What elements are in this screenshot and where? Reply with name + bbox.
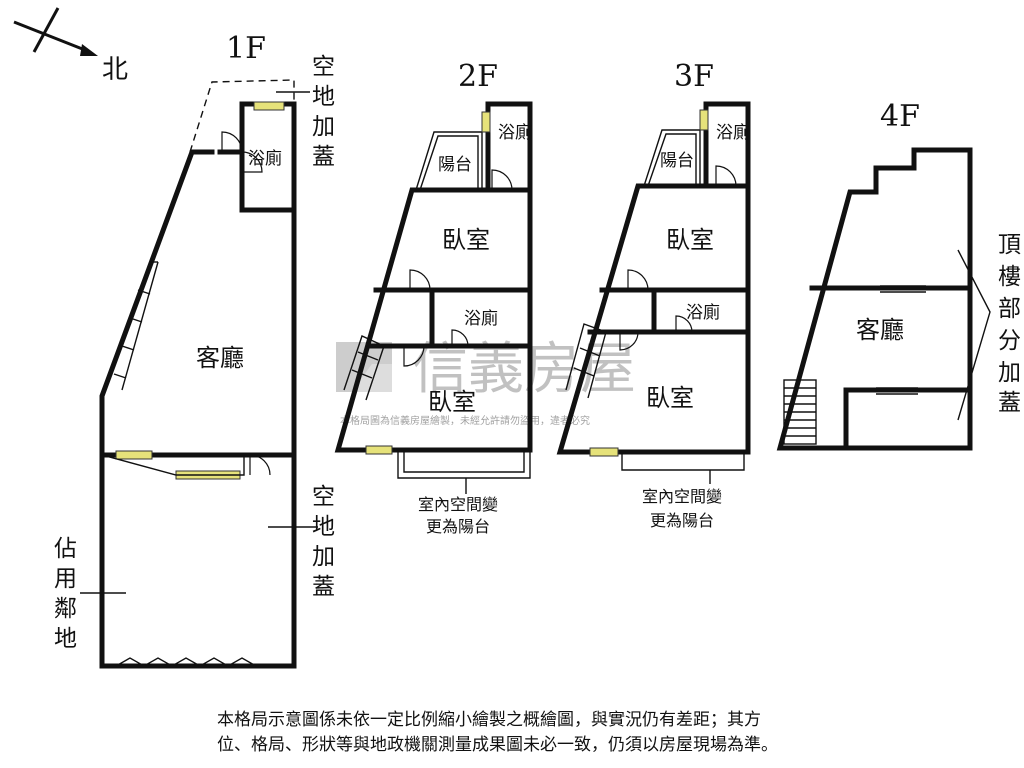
floor-1f-walls <box>99 101 297 669</box>
note-rooftop-addition: 頂 樓 部 分 加 蓋 <box>998 232 1021 416</box>
room-3f-bedroom1: 臥室 <box>666 226 714 254</box>
svg-text:頂: 頂 <box>998 232 1021 258</box>
open-extension-outline <box>189 79 295 153</box>
svg-text:地: 地 <box>312 84 335 110</box>
floor-4f-label: 4F <box>880 99 920 134</box>
note-2f-line1: 室內空間變 <box>418 495 498 514</box>
svg-text:地: 地 <box>312 514 335 540</box>
svg-text:蓋: 蓋 <box>998 390 1021 416</box>
room-2f-bedroom2: 臥室 <box>428 388 476 416</box>
disclaimer-line-2: 位、格局、形狀等與地政機關測量成果圖未必一致，仍須以房屋現場為準。 <box>217 735 778 755</box>
floor-4f-walls <box>776 147 973 451</box>
room-4f-living: 客廳 <box>856 316 904 344</box>
floor-3f: 3F 陽台 浴廁 臥室 浴廁 臥室 室內空間變 更為陽台 <box>556 59 751 530</box>
room-1f-living: 客廳 <box>196 344 244 372</box>
room-3f-toilet-mid: 浴廁 <box>686 302 720 323</box>
svg-text:地: 地 <box>54 626 77 652</box>
floor-3f-label: 3F <box>674 59 714 94</box>
note-3f-line2: 更為陽台 <box>650 511 714 530</box>
svg-text:蓋: 蓋 <box>312 144 335 170</box>
svg-text:佔: 佔 <box>54 536 77 562</box>
svg-text:空: 空 <box>312 54 335 80</box>
room-3f-toilet-top: 浴廁 <box>716 122 750 143</box>
svg-text:分: 分 <box>998 328 1021 354</box>
svg-text:加: 加 <box>998 360 1021 386</box>
floor-1f-label: 1F <box>226 31 266 66</box>
room-1f-toilet: 浴廁 <box>248 148 282 169</box>
svg-text:加: 加 <box>312 114 335 140</box>
svg-text:用: 用 <box>54 566 77 592</box>
room-3f-balcony: 陽台 <box>660 151 694 171</box>
svg-text:樓: 樓 <box>998 264 1021 290</box>
svg-text:鄰: 鄰 <box>54 596 77 622</box>
room-3f-bedroom2: 臥室 <box>646 384 694 412</box>
note-vacant-top: 空 地 加 蓋 <box>312 54 335 170</box>
room-2f-bedroom1: 臥室 <box>442 226 490 254</box>
note-vacant-mid: 空 地 加 蓋 <box>312 484 335 600</box>
note-3f-line1: 室內空間變 <box>642 487 722 506</box>
north-label: 北 <box>102 55 128 85</box>
disclaimer-line-1: 本格局示意圖係未依一定比例縮小繪製之概繪圖，與實況仍有差距；其方 <box>217 710 761 730</box>
disclaimer: 本格局示意圖係未依一定比例縮小繪製之概繪圖，與實況仍有差距；其方 位、格局、形狀… <box>217 708 937 758</box>
stairs-icon <box>783 379 817 445</box>
svg-text:部: 部 <box>998 296 1021 322</box>
room-2f-toilet-mid: 浴廁 <box>464 308 498 329</box>
room-2f-toilet-top: 浴廁 <box>498 122 532 143</box>
svg-text:蓋: 蓋 <box>312 574 335 600</box>
floor-1f: 1F 浴廁 客廳 <box>80 31 318 669</box>
room-2f-balcony: 陽台 <box>438 155 472 175</box>
floor-4f: 4F 客廳 <box>776 99 991 451</box>
svg-text:空: 空 <box>312 484 335 510</box>
svg-text:加: 加 <box>312 544 335 570</box>
note-occupy-neighbor: 佔 用 鄰 地 <box>54 536 77 652</box>
floor-2f-label: 2F <box>458 59 498 94</box>
floor-2f: 2F 陽台 浴廁 臥室 浴廁 臥室 室內空間變 更為陽台 <box>334 59 533 536</box>
north-arrow-icon <box>13 7 98 56</box>
note-2f-line2: 更為陽台 <box>426 517 490 536</box>
